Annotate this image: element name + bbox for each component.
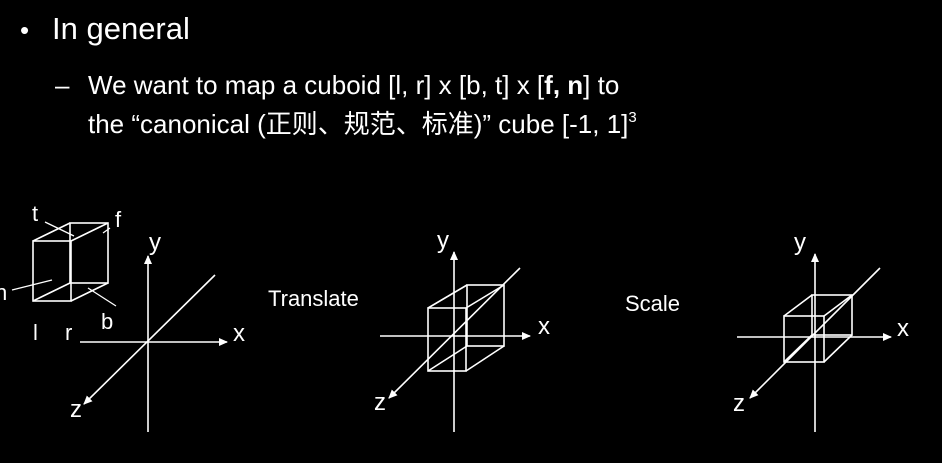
bullet-text: In general	[52, 11, 190, 46]
translated-back-face	[466, 284, 505, 347]
axes-2-labels: y x z	[374, 227, 550, 416]
label-t: t	[32, 201, 38, 226]
cuboid-edge	[32, 222, 71, 242]
label-l: l	[33, 320, 38, 345]
scaled-edge	[783, 294, 813, 317]
sub-line-1-part-1: We want to map a cuboid [l, r] x [b, t] …	[88, 70, 545, 100]
original-cuboid	[32, 222, 109, 302]
sub-bullet: – We want to map a cuboid [l, r] x [b, t…	[55, 66, 637, 144]
translated-edge	[427, 345, 468, 372]
sub-line-1-part-2: ] to	[583, 70, 620, 100]
axes-1	[80, 255, 228, 432]
cuboid-back-face	[69, 222, 109, 284]
sub-line-1: We want to map a cuboid [l, r] x [b, t] …	[88, 66, 637, 105]
axes-3	[737, 253, 892, 432]
axes-1-labels: y x z	[70, 229, 245, 423]
z-label-1: z	[70, 396, 82, 423]
scaled-back-face	[811, 294, 853, 336]
scaled-cube	[783, 294, 853, 363]
z-axis-3	[749, 267, 881, 399]
cuboid-edge	[70, 222, 109, 242]
y-label-3: y	[794, 229, 806, 256]
z-axis-2	[388, 267, 521, 399]
translated-edge	[427, 284, 468, 309]
leader-n	[11, 279, 53, 291]
scaled-edge	[823, 294, 853, 317]
leader-b	[87, 287, 117, 307]
axes-2	[380, 251, 531, 432]
translated-cuboid	[427, 284, 505, 372]
scaled-edge	[823, 334, 853, 363]
z-axis-1	[83, 274, 216, 405]
y-label-1: y	[149, 229, 161, 256]
z-label-3: z	[733, 390, 745, 417]
bullet-dot: •	[20, 15, 30, 45]
label-n: n	[0, 280, 7, 305]
label-r: r	[65, 320, 72, 345]
leader-f	[102, 227, 111, 234]
z-label-2: z	[374, 389, 386, 416]
axes-3-labels: y x z	[733, 229, 909, 417]
translate-label: Translate	[268, 286, 359, 311]
sub-line-2-superscript: 3	[628, 109, 637, 126]
cuboid-labels: t f n b l r	[0, 201, 122, 345]
leader-t	[44, 221, 75, 237]
sub-line-2: the “canonical (正则、规范、标准)” cube [-1, 1]3	[88, 105, 637, 144]
x-label-1: x	[233, 320, 245, 347]
sub-line-1-bold: f, n	[544, 70, 584, 100]
cuboid-edge	[32, 282, 71, 302]
x-label-2: x	[538, 313, 550, 340]
scale-label: Scale	[625, 291, 680, 316]
translated-front-face	[427, 307, 467, 372]
translated-edge	[465, 345, 505, 372]
sub-bullet-text: We want to map a cuboid [l, r] x [b, t] …	[88, 66, 637, 144]
scaled-front-face	[783, 315, 825, 363]
x-label-3: x	[897, 315, 909, 342]
label-f: f	[115, 207, 122, 232]
bullet-heading: • In general	[20, 10, 190, 49]
cuboid-edge	[70, 282, 109, 302]
y-label-2: y	[437, 227, 449, 254]
cuboid-front-face	[32, 240, 72, 302]
sub-bullet-dash: –	[55, 70, 70, 100]
sub-line-2-text: the “canonical (正则、规范、标准)” cube [-1, 1]	[88, 109, 629, 139]
translated-edge	[465, 284, 505, 309]
cuboid-leader-lines	[11, 221, 117, 307]
scaled-edge	[783, 334, 813, 363]
label-b: b	[101, 309, 113, 334]
